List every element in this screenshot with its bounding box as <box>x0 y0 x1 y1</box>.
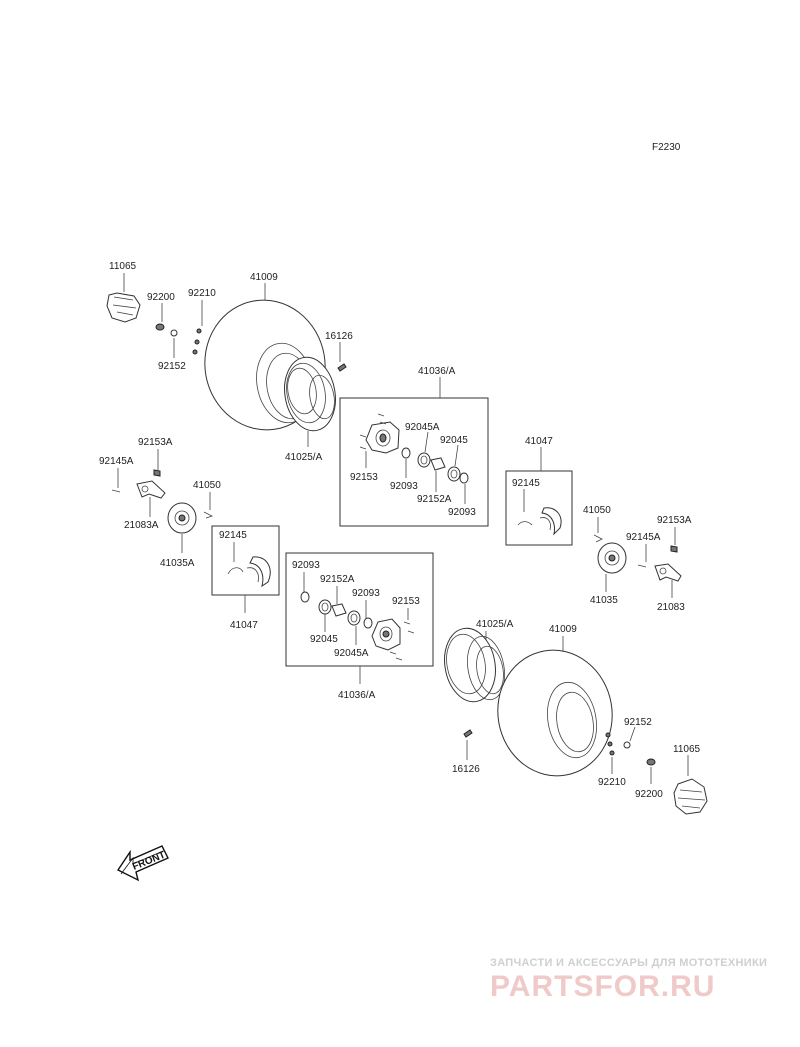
rim-bottom <box>444 627 505 703</box>
label-21083a: 21083A <box>124 520 159 531</box>
label-92145-right: 92145 <box>512 478 540 489</box>
label-92045-top: 92045 <box>440 435 468 446</box>
seal-92093-bot-b <box>363 617 373 629</box>
spacer-92152a-bot <box>331 603 347 617</box>
hub-box-top <box>339 397 489 527</box>
label-41025-top: 41025/A <box>285 452 323 463</box>
figure-code: F2230 <box>652 142 681 153</box>
spring-41050-right <box>593 534 603 543</box>
label-92045a-top: 92045A <box>405 422 440 433</box>
watermark-logo: PARTSFOR.RU <box>490 970 715 1003</box>
label-92045a-bot: 92045A <box>334 648 369 659</box>
spacer-92152a-top <box>430 457 446 471</box>
label-92152a-bot: 92152A <box>320 574 355 585</box>
rim-top <box>284 356 336 432</box>
washer-92152-top <box>170 329 178 337</box>
label-92145-left: 92145 <box>219 530 247 541</box>
label-92200-top: 92200 <box>147 292 175 303</box>
hub-cap-bottom <box>673 778 708 815</box>
washer-92152-bot <box>623 741 631 749</box>
label-92093-top-a: 92093 <box>390 481 418 492</box>
label-92093-bot-a: 92093 <box>292 560 320 571</box>
label-41047-right: 41047 <box>525 436 553 447</box>
hub-flange-top <box>365 421 400 454</box>
label-41035a: 41035A <box>160 558 195 569</box>
hub-box-bottom <box>285 552 434 667</box>
label-41036-top: 41036/A <box>418 366 456 377</box>
label-11065-top: 11065 <box>109 261 137 272</box>
brake-panel-41035 <box>597 542 627 574</box>
label-11065-bot: 11065 <box>673 744 701 755</box>
hub-flange-bottom <box>371 618 401 651</box>
label-41025-bot: 41025/A <box>476 619 514 630</box>
label-16126-bot: 16126 <box>452 764 480 775</box>
label-92200-bot: 92200 <box>635 789 663 800</box>
brake-lever-21083 <box>654 563 682 582</box>
brake-panel-41035a <box>167 502 197 534</box>
valve-top <box>337 363 347 372</box>
studs-92210-top <box>192 328 202 355</box>
front-arrow[interactable]: FRONT <box>116 845 169 882</box>
brake-shoe-right <box>517 507 562 536</box>
bearing-92045a-top <box>417 452 431 468</box>
label-41035: 41035 <box>590 595 618 606</box>
label-41009-top: 41009 <box>250 272 278 283</box>
label-41050-left: 41050 <box>193 480 221 491</box>
label-92210-top: 92210 <box>188 288 216 299</box>
studs-92153-top <box>359 413 387 450</box>
label-92093-bot-b: 92093 <box>352 588 380 599</box>
hub-cap-top <box>106 292 141 323</box>
label-21083: 21083 <box>657 602 685 613</box>
seal-92093-top-b <box>459 472 469 484</box>
bearing-92045a-bot <box>347 610 361 626</box>
label-92210-bot: 92210 <box>598 777 626 788</box>
label-41036-bot: 41036/A <box>338 690 376 701</box>
label-41050-right: 41050 <box>583 505 611 516</box>
brake-box-left <box>211 525 280 596</box>
label-92153-bot: 92153 <box>392 596 420 607</box>
label-92153-top: 92153 <box>350 472 378 483</box>
bearing-92045-bot <box>318 599 332 615</box>
brake-lever-21083a <box>136 480 166 499</box>
label-92145a-left: 92145A <box>99 456 134 467</box>
pin-92145a-left <box>111 489 121 493</box>
label-92093-top-b: 92093 <box>448 507 476 518</box>
brake-shoe-left <box>227 556 271 588</box>
brake-box-right <box>505 470 573 546</box>
label-16126-top: 16126 <box>325 331 353 342</box>
seal-92093-bot-a <box>300 591 310 603</box>
spring-41050-left <box>203 511 214 519</box>
bolt-92153a-left <box>153 469 161 477</box>
label-92152a-top: 92152A <box>417 494 452 505</box>
label-92153a-right: 92153A <box>657 515 692 526</box>
studs-92210-bot <box>605 732 615 756</box>
label-41047-left: 41047 <box>230 620 258 631</box>
label-92045-bot: 92045 <box>310 634 338 645</box>
bearing-92045-top <box>447 466 461 482</box>
bolt-92153a-right <box>670 545 678 553</box>
label-92152-top: 92152 <box>158 361 186 372</box>
label-92145a-right: 92145A <box>626 532 661 543</box>
tire-bottom <box>497 649 613 777</box>
label-92153a-left: 92153A <box>138 437 173 448</box>
seal-92093-top-a <box>401 447 411 459</box>
watermark-tagline: ЗАПЧАСТИ И АКСЕССУАРЫ ДЛЯ МОТОТЕХНИКИ <box>490 957 767 969</box>
nut-92200-top <box>155 323 165 331</box>
pin-92145a-right <box>637 564 647 568</box>
nut-92200-bot <box>646 758 656 766</box>
label-41009-bot: 41009 <box>549 624 577 635</box>
valve-bottom <box>463 729 473 738</box>
label-92152-bot: 92152 <box>624 717 652 728</box>
studs-92153-bot <box>389 621 415 661</box>
